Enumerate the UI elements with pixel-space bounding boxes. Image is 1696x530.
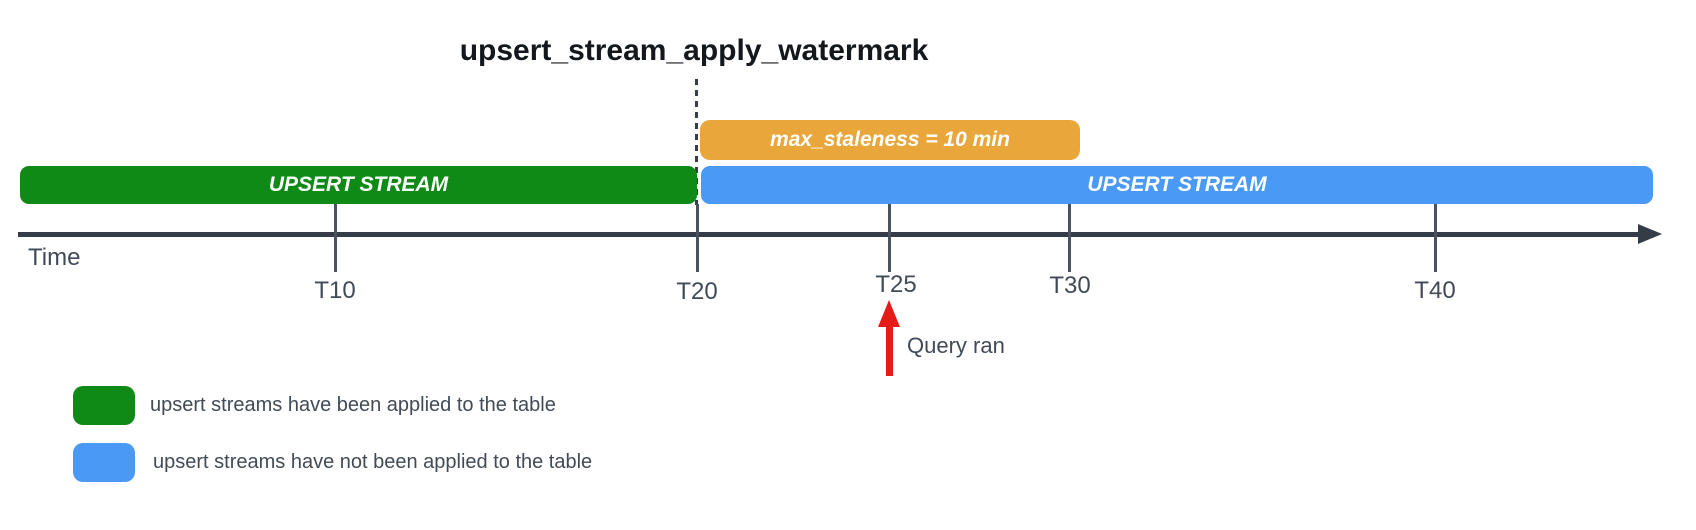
- tick-t25: [888, 204, 891, 272]
- max-staleness-bar: max_staleness = 10 min: [700, 120, 1080, 160]
- watermark-dashed-line: [695, 79, 698, 205]
- applied-upsert-stream-bar: UPSERT STREAM: [20, 166, 697, 204]
- tick-label-t20: T20: [676, 278, 718, 305]
- applied-upsert-stream-label: UPSERT STREAM: [268, 173, 449, 196]
- query-ran-arrow-icon: [878, 300, 900, 327]
- pending-upsert-stream-label: UPSERT STREAM: [1087, 173, 1267, 196]
- diagram-title: upsert_stream_apply_watermark: [459, 34, 929, 67]
- legend-label-applied: upsert streams have been applied to the …: [150, 394, 556, 416]
- max-staleness-label: max_staleness = 10 min: [770, 128, 1010, 151]
- time-axis: [18, 232, 1640, 237]
- query-ran-arrow-shaft: [886, 324, 893, 376]
- legend-swatch-applied: [73, 386, 135, 425]
- time-axis-label: Time: [28, 244, 81, 271]
- tick-label-t10: T10: [314, 277, 356, 304]
- legend-label-pending: upsert streams have not been applied to …: [153, 451, 593, 473]
- query-ran-label: Query ran: [907, 333, 1005, 358]
- legend-swatch-pending: [73, 443, 135, 482]
- time-axis-arrowhead-icon: [1638, 224, 1662, 244]
- tick-label-t30: T30: [1049, 272, 1091, 299]
- tick-t40: [1434, 204, 1437, 272]
- tick-t30: [1068, 204, 1071, 272]
- tick-t20: [696, 204, 699, 272]
- pending-upsert-stream-bar: UPSERT STREAM: [701, 166, 1653, 204]
- tick-label-t25: T25: [875, 271, 917, 298]
- tick-t10: [334, 204, 337, 272]
- tick-label-t40: T40: [1414, 277, 1456, 304]
